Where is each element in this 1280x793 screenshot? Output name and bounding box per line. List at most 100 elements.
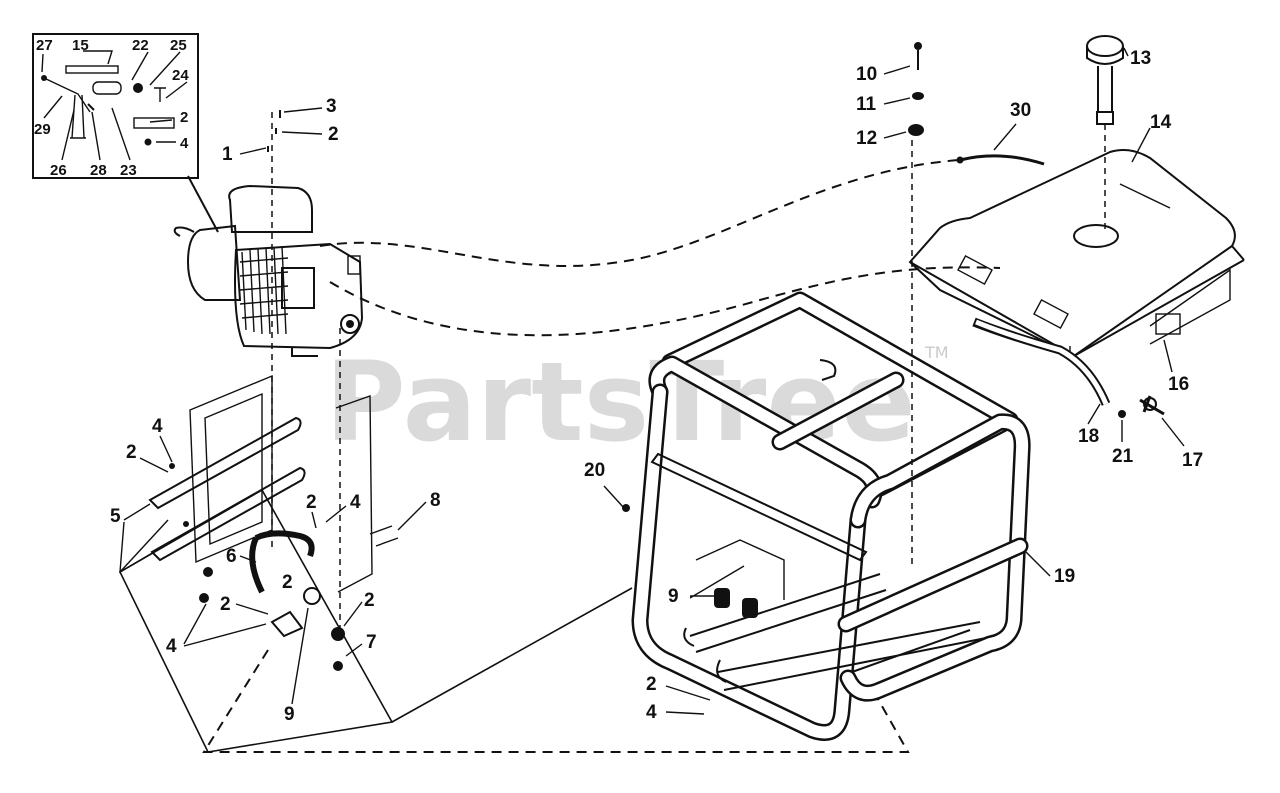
callout-18: 18: [1078, 426, 1099, 447]
inset-clip-26: [70, 94, 86, 139]
callout-4-b: 4: [350, 492, 361, 513]
callout-1: 1: [222, 144, 233, 165]
callout-2-e: 2: [220, 594, 231, 615]
callout-2-d: 2: [282, 572, 293, 593]
mounting-base-plate: [118, 328, 399, 753]
inset-part-25: [133, 83, 143, 93]
callout-4-d: 4: [646, 702, 657, 723]
callout-4-a: 4: [152, 416, 163, 437]
inset-callout-25: 25: [170, 37, 187, 54]
engine-pull-handle: [173, 226, 195, 237]
inset-callout-27: 27: [36, 37, 53, 54]
frame-mount-pad-1: [714, 588, 730, 608]
inset-leaders-lower: [43, 95, 131, 161]
callout-14: 14: [1150, 112, 1172, 133]
clip-8: [369, 525, 399, 547]
frame-angle-rail: [650, 452, 868, 562]
callout-17: 17: [1182, 450, 1203, 471]
fuel-tank-label: [1155, 313, 1181, 335]
engine-block: [186, 224, 242, 301]
alternator-cooling-fins: [239, 245, 289, 335]
callout-3: 3: [326, 96, 337, 117]
rail-bracket-upper: [148, 416, 302, 510]
fuel-line-lower: [329, 266, 1001, 337]
engine-shroud: [228, 184, 313, 233]
callout-19: 19: [1054, 566, 1075, 587]
callout-8: 8: [430, 490, 441, 511]
inset-callout-15: 15: [72, 37, 89, 54]
fuel-tank: [908, 149, 1245, 358]
vibration-mount-9: [303, 587, 321, 605]
inset-callout-2: 2: [180, 109, 188, 126]
inset-callout-28: 28: [90, 162, 107, 179]
fuel-tank-body: [908, 149, 1236, 358]
inset-pointer: [187, 175, 219, 233]
inset-wire: [43, 77, 91, 113]
base-plate-outline: [118, 488, 394, 753]
grommet-12: [908, 124, 924, 136]
rail-bracket-lower: [150, 466, 306, 562]
fuel-tank-neck: [1073, 224, 1119, 248]
callout-9-a: 9: [284, 704, 295, 725]
frame-bottom-rails: [689, 573, 987, 691]
fuel-gauge-cap: [1086, 35, 1124, 230]
clamp-21: [1118, 410, 1126, 418]
screw-10: [914, 42, 922, 50]
alternator-housing: [234, 242, 364, 350]
bolt-1-2-3: [267, 110, 281, 152]
callout-2-f: 2: [364, 590, 375, 611]
base-to-frame-line: [391, 587, 633, 723]
base-plate-left-panel: [189, 374, 273, 564]
alternator-panel: [281, 267, 315, 309]
alternator-end-bearing: [340, 314, 360, 334]
rubber-mount-left: [203, 567, 213, 577]
inset-bracket: [133, 117, 175, 129]
callout-4-c: 4: [166, 636, 177, 657]
callout-30: 30: [1010, 100, 1031, 121]
callout-5: 5: [110, 506, 121, 527]
callout-2-g: 2: [646, 674, 657, 695]
callout-13: 13: [1130, 48, 1151, 69]
engine-mount-foot: [291, 348, 318, 357]
frame-mount-pad-2: [742, 598, 758, 618]
callout-21: 21: [1112, 446, 1134, 467]
rubber-mount-left-2: [199, 593, 209, 603]
engine-alternator-assembly: [173, 184, 364, 357]
inset-part-28: [87, 103, 95, 111]
mount-clamp: [270, 610, 304, 638]
inset-callout-4: 4: [180, 135, 189, 152]
inset-part-24: [154, 87, 166, 102]
alternator-terminal: [347, 255, 361, 275]
assembly-guide-bottom: [202, 649, 910, 753]
callout-20: 20: [584, 460, 605, 481]
inset-callout-23: 23: [120, 162, 137, 179]
inset-frame: [32, 33, 199, 179]
callout-11: 11: [856, 94, 877, 115]
callout-16: 16: [1168, 374, 1189, 395]
fuel-line-upper: [319, 159, 961, 267]
tubular-frame: [631, 291, 1031, 741]
inset-callout-22: 22: [132, 37, 149, 54]
inset-part-15: [65, 65, 119, 74]
callout-10: 10: [856, 64, 877, 85]
washer-11: [912, 92, 924, 100]
inset-part-4: [144, 138, 152, 146]
callout-2-b: 2: [126, 442, 137, 463]
inset-callout-26: 26: [50, 162, 67, 179]
inset-callout-24: 24: [172, 67, 189, 84]
callout-2-c: 2: [306, 492, 317, 513]
fuel-line-18: [972, 317, 1111, 406]
callout-2-top: 2: [328, 124, 339, 145]
inset-part-22: [92, 81, 122, 95]
callout-9-b: 9: [668, 586, 679, 607]
base-plate-right-panel: [335, 395, 373, 593]
callout-6: 6: [226, 546, 237, 567]
vent-hose-30: [959, 154, 1045, 166]
fuel-hose-6: [254, 530, 315, 558]
inset-leaders: [41, 50, 188, 143]
callout-7: 7: [366, 632, 377, 653]
inset-callout-29: 29: [34, 121, 51, 138]
detail-inset: 27 15 22 25 24 2 4 29 26 28 23: [32, 33, 219, 233]
rubber-mount-7: [331, 627, 345, 641]
